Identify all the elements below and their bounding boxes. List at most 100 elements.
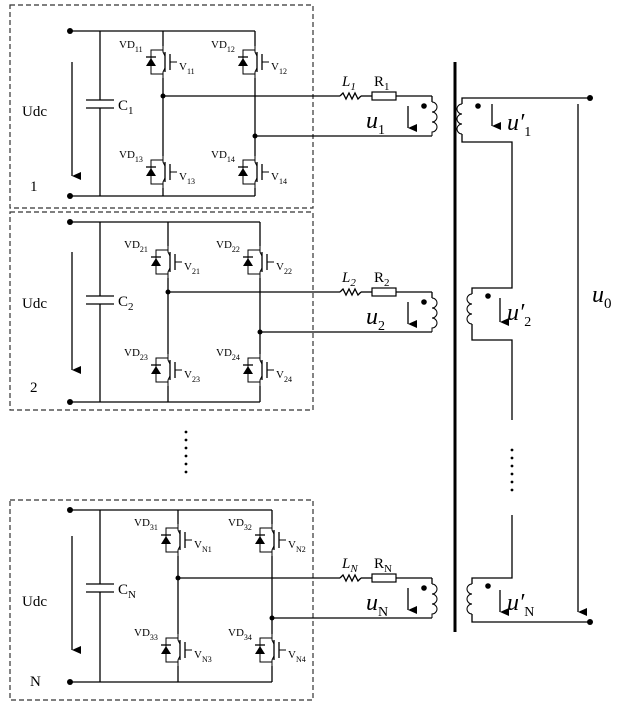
resistor-label: R2 bbox=[374, 270, 390, 289]
inductor-label: L2 bbox=[341, 270, 356, 289]
secondary-dot-2 bbox=[485, 293, 491, 299]
secondary-coil-2 bbox=[466, 293, 473, 325]
output-terminal-bottom bbox=[587, 619, 593, 625]
udc-label: Udc bbox=[22, 594, 47, 610]
diode-label: VD22 bbox=[216, 239, 240, 254]
diode-label: VD34 bbox=[228, 627, 252, 642]
secondary-dot-n bbox=[485, 583, 491, 589]
module-boundary bbox=[9, 4, 314, 209]
diode-symbol bbox=[161, 646, 171, 654]
inductor-label: L1 bbox=[341, 74, 356, 93]
resistor-symbol bbox=[371, 91, 397, 101]
secondary-link-2 bbox=[471, 324, 513, 420]
switch-label: VN2 bbox=[288, 539, 306, 554]
diode-label: VD12 bbox=[211, 39, 235, 54]
capacitor-label: CN bbox=[118, 582, 136, 601]
switch-label: VN1 bbox=[194, 539, 212, 554]
dc-terminal-negative bbox=[67, 193, 73, 199]
primary-polarity-dot bbox=[421, 103, 427, 109]
secondary-label-2: u′2 bbox=[507, 300, 531, 330]
dc-terminal-negative bbox=[67, 399, 73, 405]
resistor-symbol bbox=[371, 573, 397, 583]
module-index-label: 1 bbox=[30, 179, 38, 195]
switch-label: VN3 bbox=[194, 649, 212, 664]
secondary-bottom-wire bbox=[471, 614, 590, 623]
output-side: u′1 u′2 u′N u0 bbox=[184, 62, 612, 632]
secondary-coil-1 bbox=[456, 103, 463, 135]
udc-label: Udc bbox=[22, 104, 47, 120]
inductor-label: LN bbox=[341, 556, 358, 575]
module-boundary bbox=[9, 499, 314, 701]
primary-voltage-label: u1 bbox=[366, 108, 385, 138]
dc-terminal-negative bbox=[67, 679, 73, 685]
secondary-ellipsis bbox=[510, 448, 514, 492]
switch-label: V24 bbox=[276, 369, 292, 384]
diode-label: VD23 bbox=[124, 347, 148, 362]
secondary-label-n: u′N bbox=[507, 590, 534, 620]
diode-label: VD33 bbox=[134, 627, 158, 642]
secondary-link-1 bbox=[461, 134, 513, 294]
switch-label: V14 bbox=[271, 171, 287, 186]
switch-label: V12 bbox=[271, 61, 287, 76]
diode-label: VD13 bbox=[119, 149, 143, 164]
diode-label: VD21 bbox=[124, 239, 148, 254]
capacitor-label: C1 bbox=[118, 98, 134, 117]
diode-symbol bbox=[238, 168, 248, 176]
module-boundary bbox=[9, 211, 314, 411]
udc-label: Udc bbox=[22, 296, 47, 312]
switch-label: V13 bbox=[179, 171, 195, 186]
module-index-label: 2 bbox=[30, 380, 38, 396]
switch-label: V11 bbox=[179, 61, 195, 76]
primary-voltage-label: u2 bbox=[366, 304, 385, 334]
module-ellipsis bbox=[184, 430, 188, 474]
switch-label: V21 bbox=[184, 261, 200, 276]
diode-symbol bbox=[151, 366, 161, 374]
diode-symbol bbox=[255, 646, 265, 654]
diode-label: VD14 bbox=[211, 149, 235, 164]
inductor-symbol bbox=[339, 91, 362, 101]
primary-coil bbox=[431, 101, 438, 136]
primary-polarity-dot bbox=[421, 585, 427, 591]
diode-symbol bbox=[161, 536, 171, 544]
output-terminal-top bbox=[587, 95, 593, 101]
dc-terminal-positive bbox=[67, 219, 73, 225]
diode-symbol bbox=[243, 258, 253, 266]
resistor-label: R1 bbox=[374, 74, 390, 93]
resistor-symbol bbox=[371, 287, 397, 297]
primary-voltage-label: uN bbox=[366, 590, 388, 620]
secondary-link-3 bbox=[471, 515, 513, 584]
diode-label: VD11 bbox=[119, 39, 143, 54]
capacitor-label: C2 bbox=[118, 294, 134, 313]
secondary-dot-1 bbox=[475, 103, 481, 109]
diode-symbol bbox=[146, 168, 156, 176]
primary-coil bbox=[431, 297, 438, 332]
diode-symbol bbox=[146, 58, 156, 66]
diode-label: VD32 bbox=[228, 517, 252, 532]
inductor-symbol bbox=[339, 573, 362, 583]
inductor-symbol bbox=[339, 287, 362, 297]
switch-label: V22 bbox=[276, 261, 292, 276]
diode-label: VD24 bbox=[216, 347, 240, 362]
switch-label: VN4 bbox=[288, 649, 306, 664]
secondary-top-wire bbox=[461, 97, 590, 104]
diode-symbol bbox=[151, 258, 161, 266]
dc-terminal-positive bbox=[67, 28, 73, 34]
resistor-label: RN bbox=[374, 556, 392, 575]
